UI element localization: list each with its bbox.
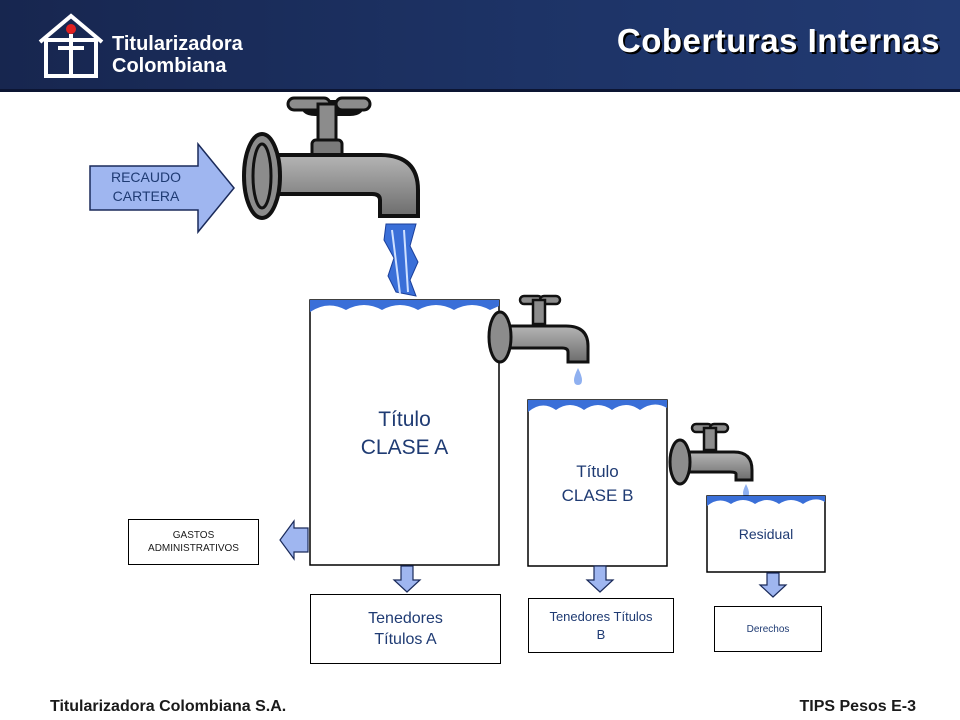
tank-residual xyxy=(706,495,826,573)
tenedores-b-line2: B xyxy=(596,626,606,642)
gastos-arrow xyxy=(279,519,309,561)
water-stream xyxy=(383,223,419,297)
page-title: Coberturas Internas xyxy=(616,22,940,59)
gastos-line2: ADMINISTRATIVOS xyxy=(148,543,239,554)
footer-company: Titularizadora Colombiana S.A. xyxy=(50,698,287,715)
tank-residual-water xyxy=(707,496,825,506)
main-faucet-icon xyxy=(242,96,420,220)
drop-residual xyxy=(743,484,749,497)
down-arrow-b xyxy=(585,565,615,593)
tenedores-b-box: Tenedores Títulos B xyxy=(528,598,674,653)
gastos-line1: GASTOS xyxy=(172,530,215,541)
header-bar xyxy=(0,0,960,92)
gastos-box: GASTOS ADMINISTRATIVOS xyxy=(128,519,259,565)
tenedores-a-line2: Títulos A xyxy=(374,631,437,648)
residual-label: Residual xyxy=(738,526,794,542)
recaudo-label: RECAUDO CARTERA xyxy=(94,168,198,206)
tenedores-a-box: Tenedores Títulos A xyxy=(310,594,501,664)
faucet-residual-icon xyxy=(668,422,754,486)
footer-code: TIPS Pesos E-3 xyxy=(799,698,917,715)
tank-b-line1: Título xyxy=(576,462,619,481)
recaudo-arrow xyxy=(89,141,235,235)
derechos-box: Derechos xyxy=(714,606,822,652)
logo-text-line2: Colombiana xyxy=(112,55,227,77)
tank-a-water xyxy=(310,300,499,312)
house-logo-icon xyxy=(38,13,104,78)
tank-a-line2: CLASE A xyxy=(360,436,449,459)
faucet-b-icon xyxy=(487,294,590,364)
logo-text-line1: Titularizadora xyxy=(112,33,243,55)
down-arrow-a xyxy=(392,565,422,593)
recaudo-line1: RECAUDO xyxy=(110,169,181,185)
tank-a-line1: Título xyxy=(378,408,431,431)
tenedores-a-line1: Tenedores xyxy=(368,610,443,627)
tank-b xyxy=(527,399,668,567)
recaudo-line2: CARTERA xyxy=(112,188,180,204)
down-arrow-residual xyxy=(758,572,788,598)
tank-a-label: Título CLASE A xyxy=(310,406,499,462)
drop-b xyxy=(574,368,582,385)
tenedores-b-line1: Tenedores Títulos xyxy=(549,608,653,624)
header-divider xyxy=(0,89,960,92)
tank-b-line2: CLASE B xyxy=(561,486,634,505)
tank-b-water xyxy=(528,400,667,412)
tank-b-label: Título CLASE B xyxy=(528,460,667,508)
